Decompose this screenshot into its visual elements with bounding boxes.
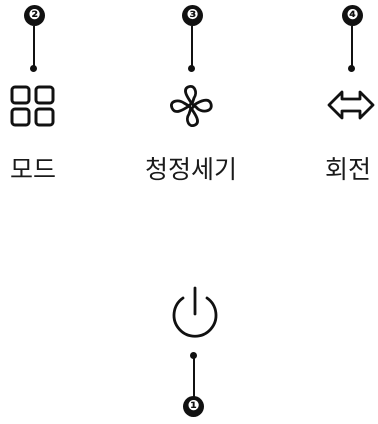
mode-label: 모드 — [9, 155, 56, 184]
callout-leader-line-4 — [351, 26, 353, 66]
callout-leader-line-3 — [191, 26, 193, 66]
fan-strength-label: 청정세기 — [144, 155, 237, 184]
double-arrow-icon[interactable] — [326, 88, 376, 122]
mode-grid-icon[interactable] — [9, 85, 57, 127]
callout-number-3: ❸ — [182, 5, 203, 26]
callout-leader-line-1 — [193, 357, 195, 397]
callout-leader-dot-3 — [188, 65, 195, 72]
power-icon[interactable] — [164, 284, 226, 346]
callout-leader-dot-4 — [348, 65, 355, 72]
callout-number-1: ❶ — [183, 396, 204, 417]
callout-leader-line-2 — [33, 26, 35, 66]
callout-number-2: ❷ — [24, 5, 45, 26]
callout-number-4: ❹ — [342, 5, 363, 26]
rotation-label: 회전 — [324, 155, 371, 184]
callout-leader-dot-1 — [190, 352, 197, 359]
callout-leader-dot-2 — [30, 65, 37, 72]
fan-icon[interactable] — [168, 84, 216, 128]
